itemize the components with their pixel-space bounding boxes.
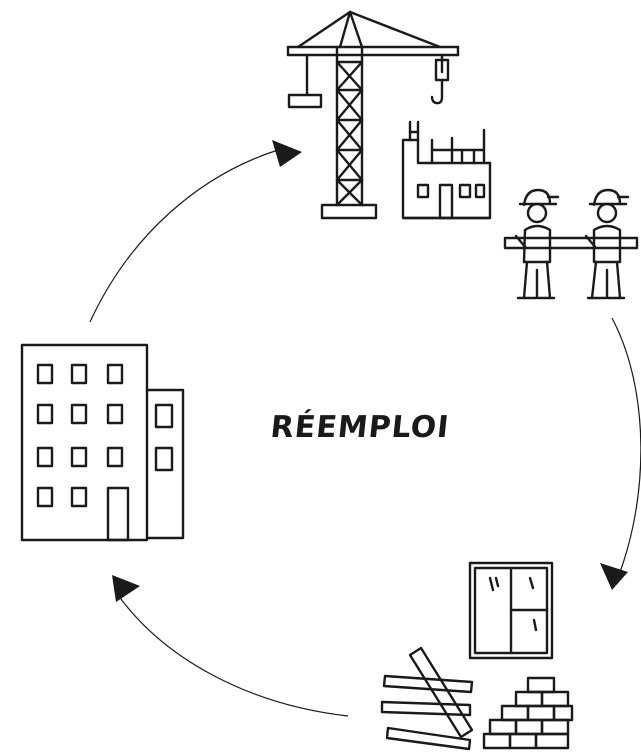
brick-wall-icon [482, 676, 574, 750]
wood-planks-icon [380, 646, 474, 751]
cycle-title: RÉEMPLOI [268, 410, 452, 445]
arrow-right-icon [600, 563, 628, 590]
arrow-left-icon [112, 575, 140, 602]
construction-site-icon [401, 120, 492, 220]
workers-carrying-beam-icon [503, 188, 639, 300]
apartment-building-icon [20, 343, 185, 542]
crane-icon [286, 10, 460, 220]
window-icon [468, 561, 554, 660]
arrow-top-icon [272, 140, 302, 167]
